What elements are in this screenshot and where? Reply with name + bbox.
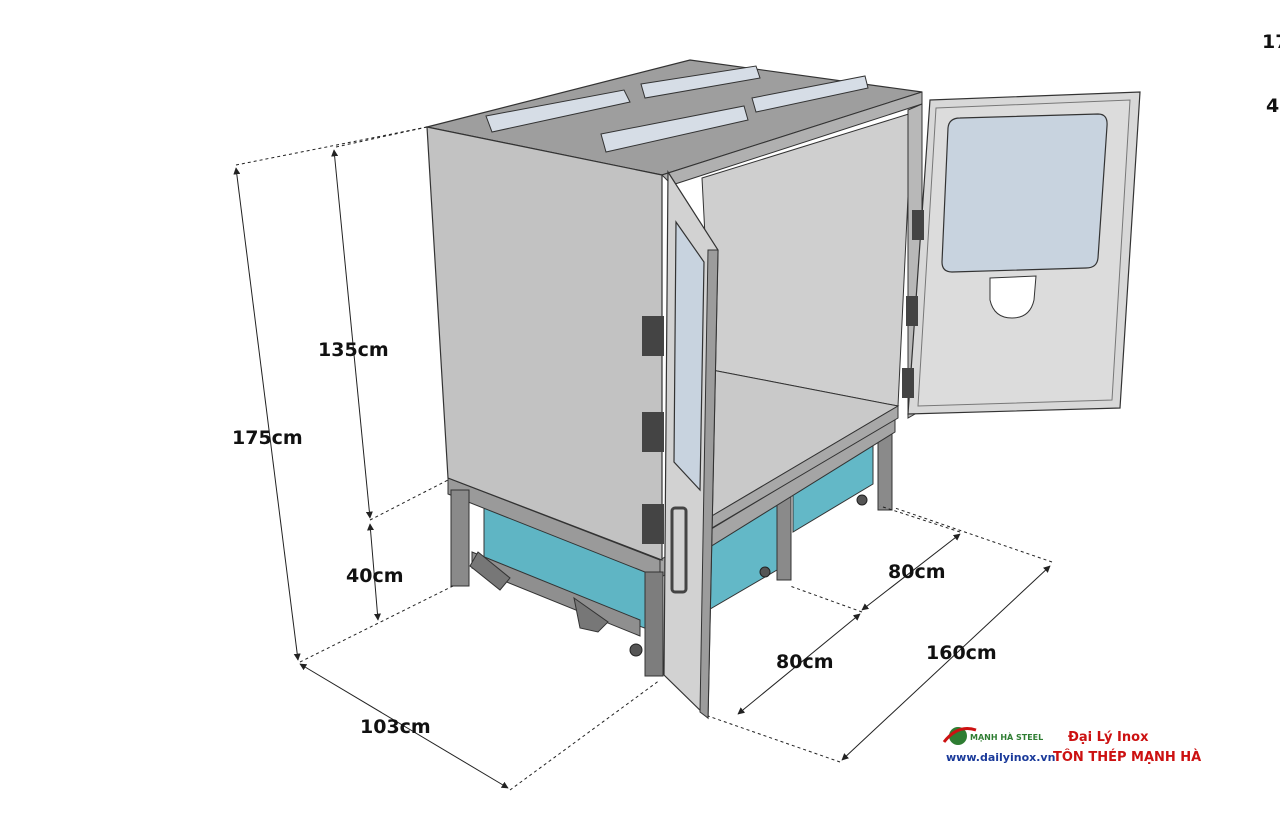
dim-line-103	[299, 663, 509, 789]
tray-handle-2	[573, 596, 609, 633]
top-trays	[485, 65, 869, 153]
caster-1	[629, 643, 643, 657]
edge-text-2: 4	[1266, 95, 1279, 117]
label-depth: 103cm	[360, 716, 431, 738]
dim-line-135	[331, 149, 373, 519]
hinge-2	[642, 412, 664, 452]
dealer-line-2: TÔN THÉP MẠNH HÀ	[1053, 749, 1201, 765]
label-base-height: 40cm	[346, 565, 404, 587]
caster-3	[856, 494, 868, 506]
front-leg-corner	[644, 571, 664, 677]
logo-text: MẠNH HÀ STEEL	[970, 731, 1043, 742]
handle-cutout	[989, 275, 1037, 319]
base-frame	[447, 417, 896, 677]
dim-line-160	[841, 565, 1051, 761]
brand-logo: MẠNH HÀ STEEL	[942, 727, 1043, 745]
brand-website: www.dailyinox.vn	[946, 751, 1055, 764]
hinge-3	[642, 504, 664, 544]
label-total-width: 160cm	[926, 642, 997, 664]
left-door	[642, 169, 719, 720]
right-door	[902, 91, 1141, 415]
left-door-edge	[699, 249, 719, 719]
label-cabinet-height: 135cm	[318, 339, 389, 361]
left-door-window	[673, 220, 705, 492]
dimension-lines	[233, 126, 1053, 791]
right-door-window	[941, 113, 1108, 273]
tray-1	[485, 89, 631, 133]
hinge-right-3	[902, 368, 914, 398]
hinge-1	[642, 316, 664, 356]
tray-3	[600, 105, 749, 153]
label-total-height: 175cm	[232, 427, 303, 449]
hinge-right-2	[906, 296, 918, 326]
tray-2	[640, 65, 761, 99]
dim-line-80-upper	[861, 533, 961, 611]
front-leg-left	[450, 489, 470, 587]
label-section-width-upper: 80cm	[888, 561, 946, 583]
dealer-line-1: Đại Lý Inox	[1068, 730, 1149, 745]
edge-text-1: 17	[1262, 31, 1280, 53]
logo-swoosh-icon	[942, 727, 977, 743]
caster-2	[759, 566, 771, 578]
dim-line-175	[233, 167, 301, 661]
cabinet-left-side	[426, 126, 663, 561]
dim-line-40	[367, 523, 381, 621]
hinge-right-1	[912, 210, 924, 240]
tray-handle	[469, 551, 511, 591]
dim-line-80-lower	[737, 613, 861, 715]
door-handle[interactable]	[670, 506, 688, 594]
label-section-width-lower: 80cm	[776, 651, 834, 673]
tray-4	[751, 75, 869, 113]
